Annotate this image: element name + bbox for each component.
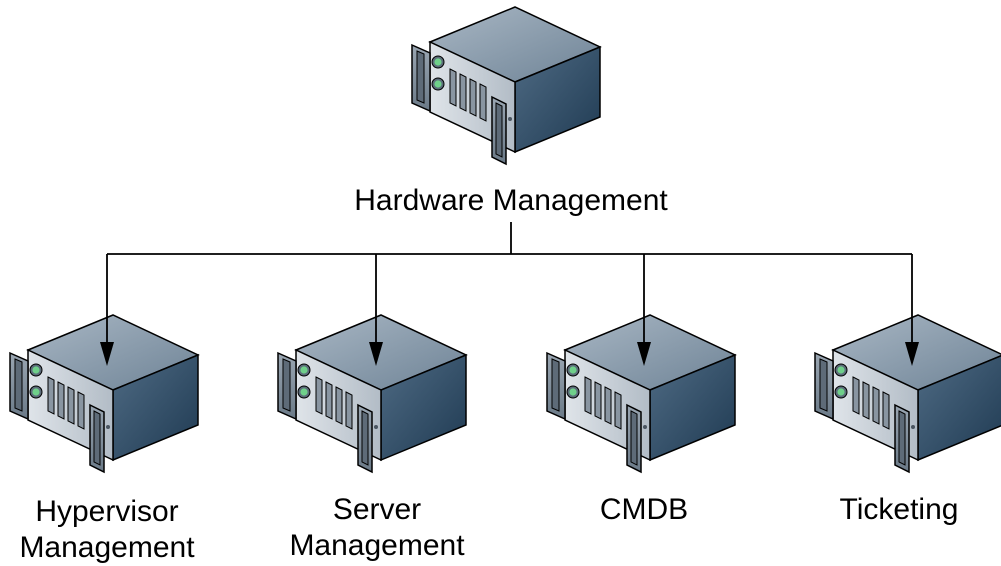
arrow-head-ticketing: [905, 342, 919, 366]
arrow-heads: [100, 342, 919, 366]
child-label-hypervisor: Hypervisor Management: [19, 495, 195, 564]
arrow-head-hypervisor: [100, 342, 114, 366]
hypervisor-server-icon: [9, 314, 199, 473]
child-label-cmdb: CMDB: [599, 493, 689, 526]
child-label-ticketing: Ticketing: [839, 493, 959, 526]
connector-lines: [106, 222, 913, 348]
arrow-head-server-management: [369, 342, 383, 366]
root-server-icon: [411, 6, 601, 165]
root-label: Hardware Management: [354, 184, 668, 217]
server-management-server-icon: [277, 314, 467, 473]
ticketing-server-icon: [814, 314, 1001, 473]
cmdb-server-icon: [546, 314, 736, 473]
child-label-server-management: Server Management: [289, 493, 465, 562]
arrow-head-cmdb: [637, 342, 651, 366]
